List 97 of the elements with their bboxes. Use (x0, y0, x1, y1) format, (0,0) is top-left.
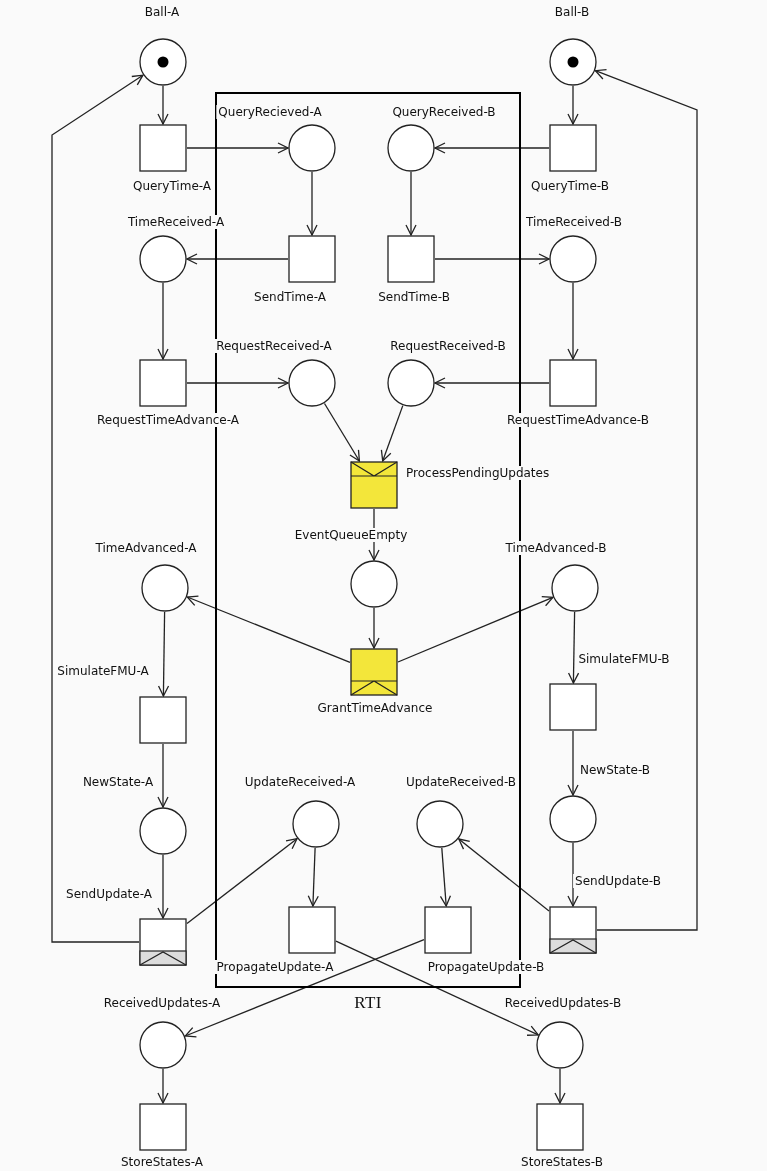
node-label: ReceivedUpdates-B (502, 996, 624, 1010)
arc-arrow (186, 253, 289, 265)
node-label: StoreStates-B (519, 1155, 605, 1169)
arc-arrow (567, 282, 579, 360)
node-label: QueryTime-B (529, 179, 611, 193)
node-label: UpdateReceived-A (242, 775, 358, 789)
arc-arrow (567, 85, 579, 125)
node-label: SimulateFMU-B (576, 652, 672, 666)
place-circle (288, 359, 336, 407)
frame-title: RTI (354, 992, 382, 1015)
arc-arrow (307, 847, 319, 907)
arc-arrow (186, 838, 298, 925)
arc-arrow (439, 847, 452, 907)
transition-box (549, 124, 597, 172)
place-circle (416, 800, 464, 848)
node-label: TimeReceived-B (523, 215, 625, 229)
node-label: QueryTime-A (130, 179, 214, 193)
node-label: StoreStates-A (119, 1155, 205, 1169)
tray-box (139, 918, 187, 966)
place-circle (350, 560, 398, 608)
arc-arrow (554, 1068, 566, 1104)
arc-arrow (157, 743, 169, 808)
node-label: ProcessPendingUpdates (404, 466, 552, 480)
arc-arrow (157, 282, 169, 360)
place-circle (141, 564, 189, 612)
arc-arrow (51, 74, 144, 943)
place-circle (288, 124, 336, 172)
transition-box (139, 124, 187, 172)
node-label: SendTime-A (252, 290, 328, 304)
arc-arrow (368, 607, 380, 649)
node-label: Ball-A (142, 5, 182, 19)
arc-arrow (184, 939, 425, 1038)
place-circle (139, 235, 187, 283)
transition-box (387, 235, 435, 283)
arc-arrow (186, 377, 289, 389)
envelope-box (350, 461, 398, 509)
node-label: RequestReceived-B (388, 339, 508, 353)
arc-arrow (157, 1068, 169, 1104)
node-label: RequestReceived-A (214, 339, 334, 353)
node-label: RequestTimeAdvance-A (95, 413, 241, 427)
arc-arrow (306, 171, 318, 236)
place-circle (387, 124, 435, 172)
arc-arrow (567, 730, 579, 796)
place-circle (139, 807, 187, 855)
place-circle (387, 359, 435, 407)
envelope-box (350, 648, 398, 696)
transition-box (549, 359, 597, 407)
place-circle (551, 564, 599, 612)
arc-arrow (186, 142, 289, 154)
place-circle (549, 235, 597, 283)
node-label: SendUpdate-B (573, 874, 663, 888)
transition-box (424, 906, 472, 954)
arc-arrow (380, 404, 404, 462)
transition-box (139, 1103, 187, 1151)
arc-arrow (157, 611, 170, 697)
arc-arrow (323, 402, 361, 462)
node-label: TimeAdvanced-A (93, 541, 199, 555)
arc-arrow (157, 854, 169, 919)
node-label: SimulateFMU-A (55, 664, 151, 678)
arc-arrow (434, 253, 550, 265)
marked-place-circle (139, 38, 187, 86)
transition-box (288, 235, 336, 283)
transition-box (549, 683, 597, 731)
arc-arrow (567, 842, 579, 907)
transition-box (139, 696, 187, 744)
transition-box (139, 359, 187, 407)
node-label: GrantTimeAdvance (315, 701, 435, 715)
place-circle (292, 800, 340, 848)
arc-arrow (594, 69, 698, 931)
arc-arrow (186, 595, 351, 664)
marked-place-circle (549, 38, 597, 86)
node-label: QueryReceived-B (390, 105, 498, 119)
place-circle (549, 795, 597, 843)
arc-arrow (458, 838, 550, 912)
place-circle (536, 1021, 584, 1069)
transition-box (536, 1103, 584, 1151)
arc-arrow (335, 940, 539, 1036)
arc-arrow (157, 85, 169, 125)
node-label: RequestTimeAdvance-B (505, 413, 651, 427)
node-label: Ball-B (552, 5, 592, 19)
arc-arrow (434, 142, 550, 154)
arc-arrow (405, 171, 417, 236)
tray-box (549, 906, 597, 954)
node-label: PropagateUpdate-A (214, 960, 336, 974)
arc-arrow (397, 595, 554, 663)
transition-box (288, 906, 336, 954)
arc-arrow (434, 377, 550, 389)
node-label: TimeAdvanced-B (503, 541, 609, 555)
node-label: QueryRecieved-A (216, 105, 324, 119)
node-label: SendUpdate-A (64, 887, 154, 901)
node-label: TimeReceived-A (125, 215, 227, 229)
node-label: ReceivedUpdates-A (101, 996, 223, 1010)
node-label: EventQueueEmpty (292, 528, 410, 542)
node-label: SendTime-B (376, 290, 452, 304)
arc-arrow (567, 611, 580, 684)
node-label: PropagateUpdate-B (425, 960, 547, 974)
place-circle (139, 1021, 187, 1069)
